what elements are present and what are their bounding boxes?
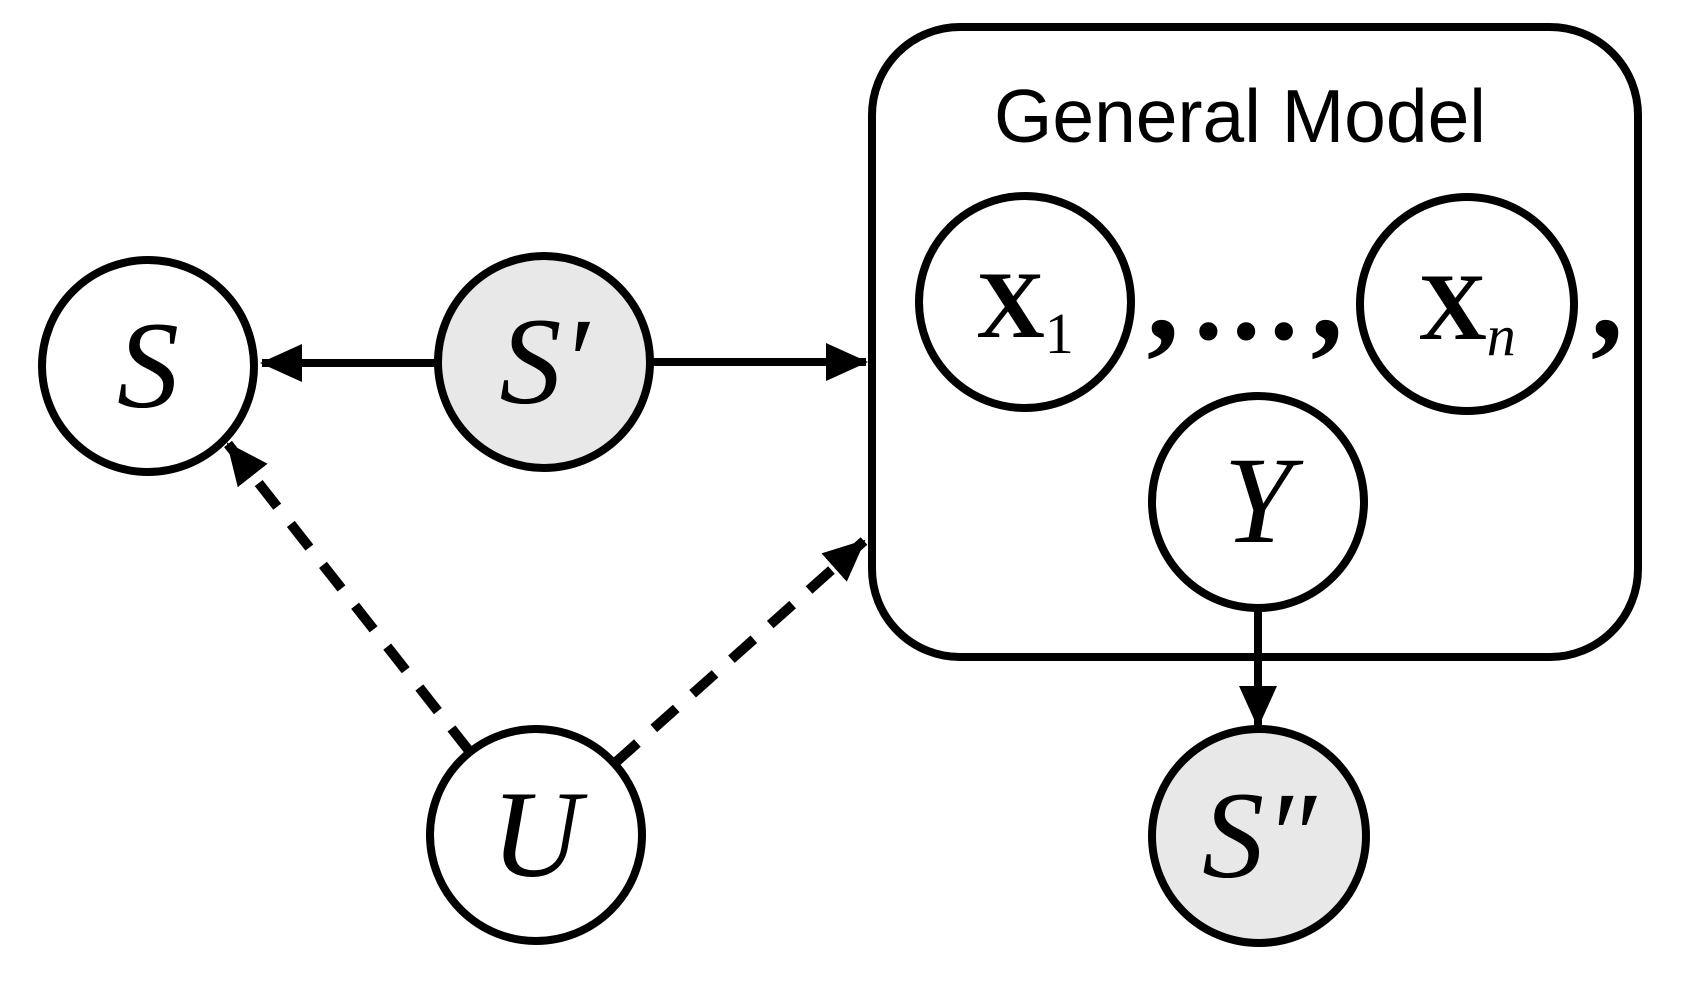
node-s-circle [38,256,258,476]
ellipsis-dots: … [1190,240,1302,364]
node-y-label: Y [1224,432,1304,569]
node-y-circle [1148,392,1368,612]
comma-before-xn: , [1311,224,1344,368]
node-s-double-prime-circle [1148,725,1370,947]
node-xn-label: Xn [1418,254,1516,368]
node-x1-circle [915,192,1135,412]
comma-after-x1: , [1147,224,1180,368]
node-u-circle [426,725,646,945]
node-s-label: S [117,297,179,434]
node-xn-label-base: X [1418,254,1487,360]
node-s-prime-circle [434,252,654,472]
node-u-label: U [491,766,588,903]
node-xn-circle [1356,193,1578,415]
node-x1-label: X1 [976,252,1074,366]
general-model-title: General Model [994,74,1486,158]
node-x1-label-base: X [976,252,1045,358]
edge-u-to-s [224,440,474,756]
node-x1-label-sub: 1 [1045,301,1074,366]
edge-u-to-model [611,537,868,767]
node-xn-label-sub: n [1487,303,1516,368]
node-s-prime-label: S′ [499,293,590,430]
comma-after-xn: , [1591,224,1624,368]
node-s-double-prime-label: S″ [1202,767,1317,904]
